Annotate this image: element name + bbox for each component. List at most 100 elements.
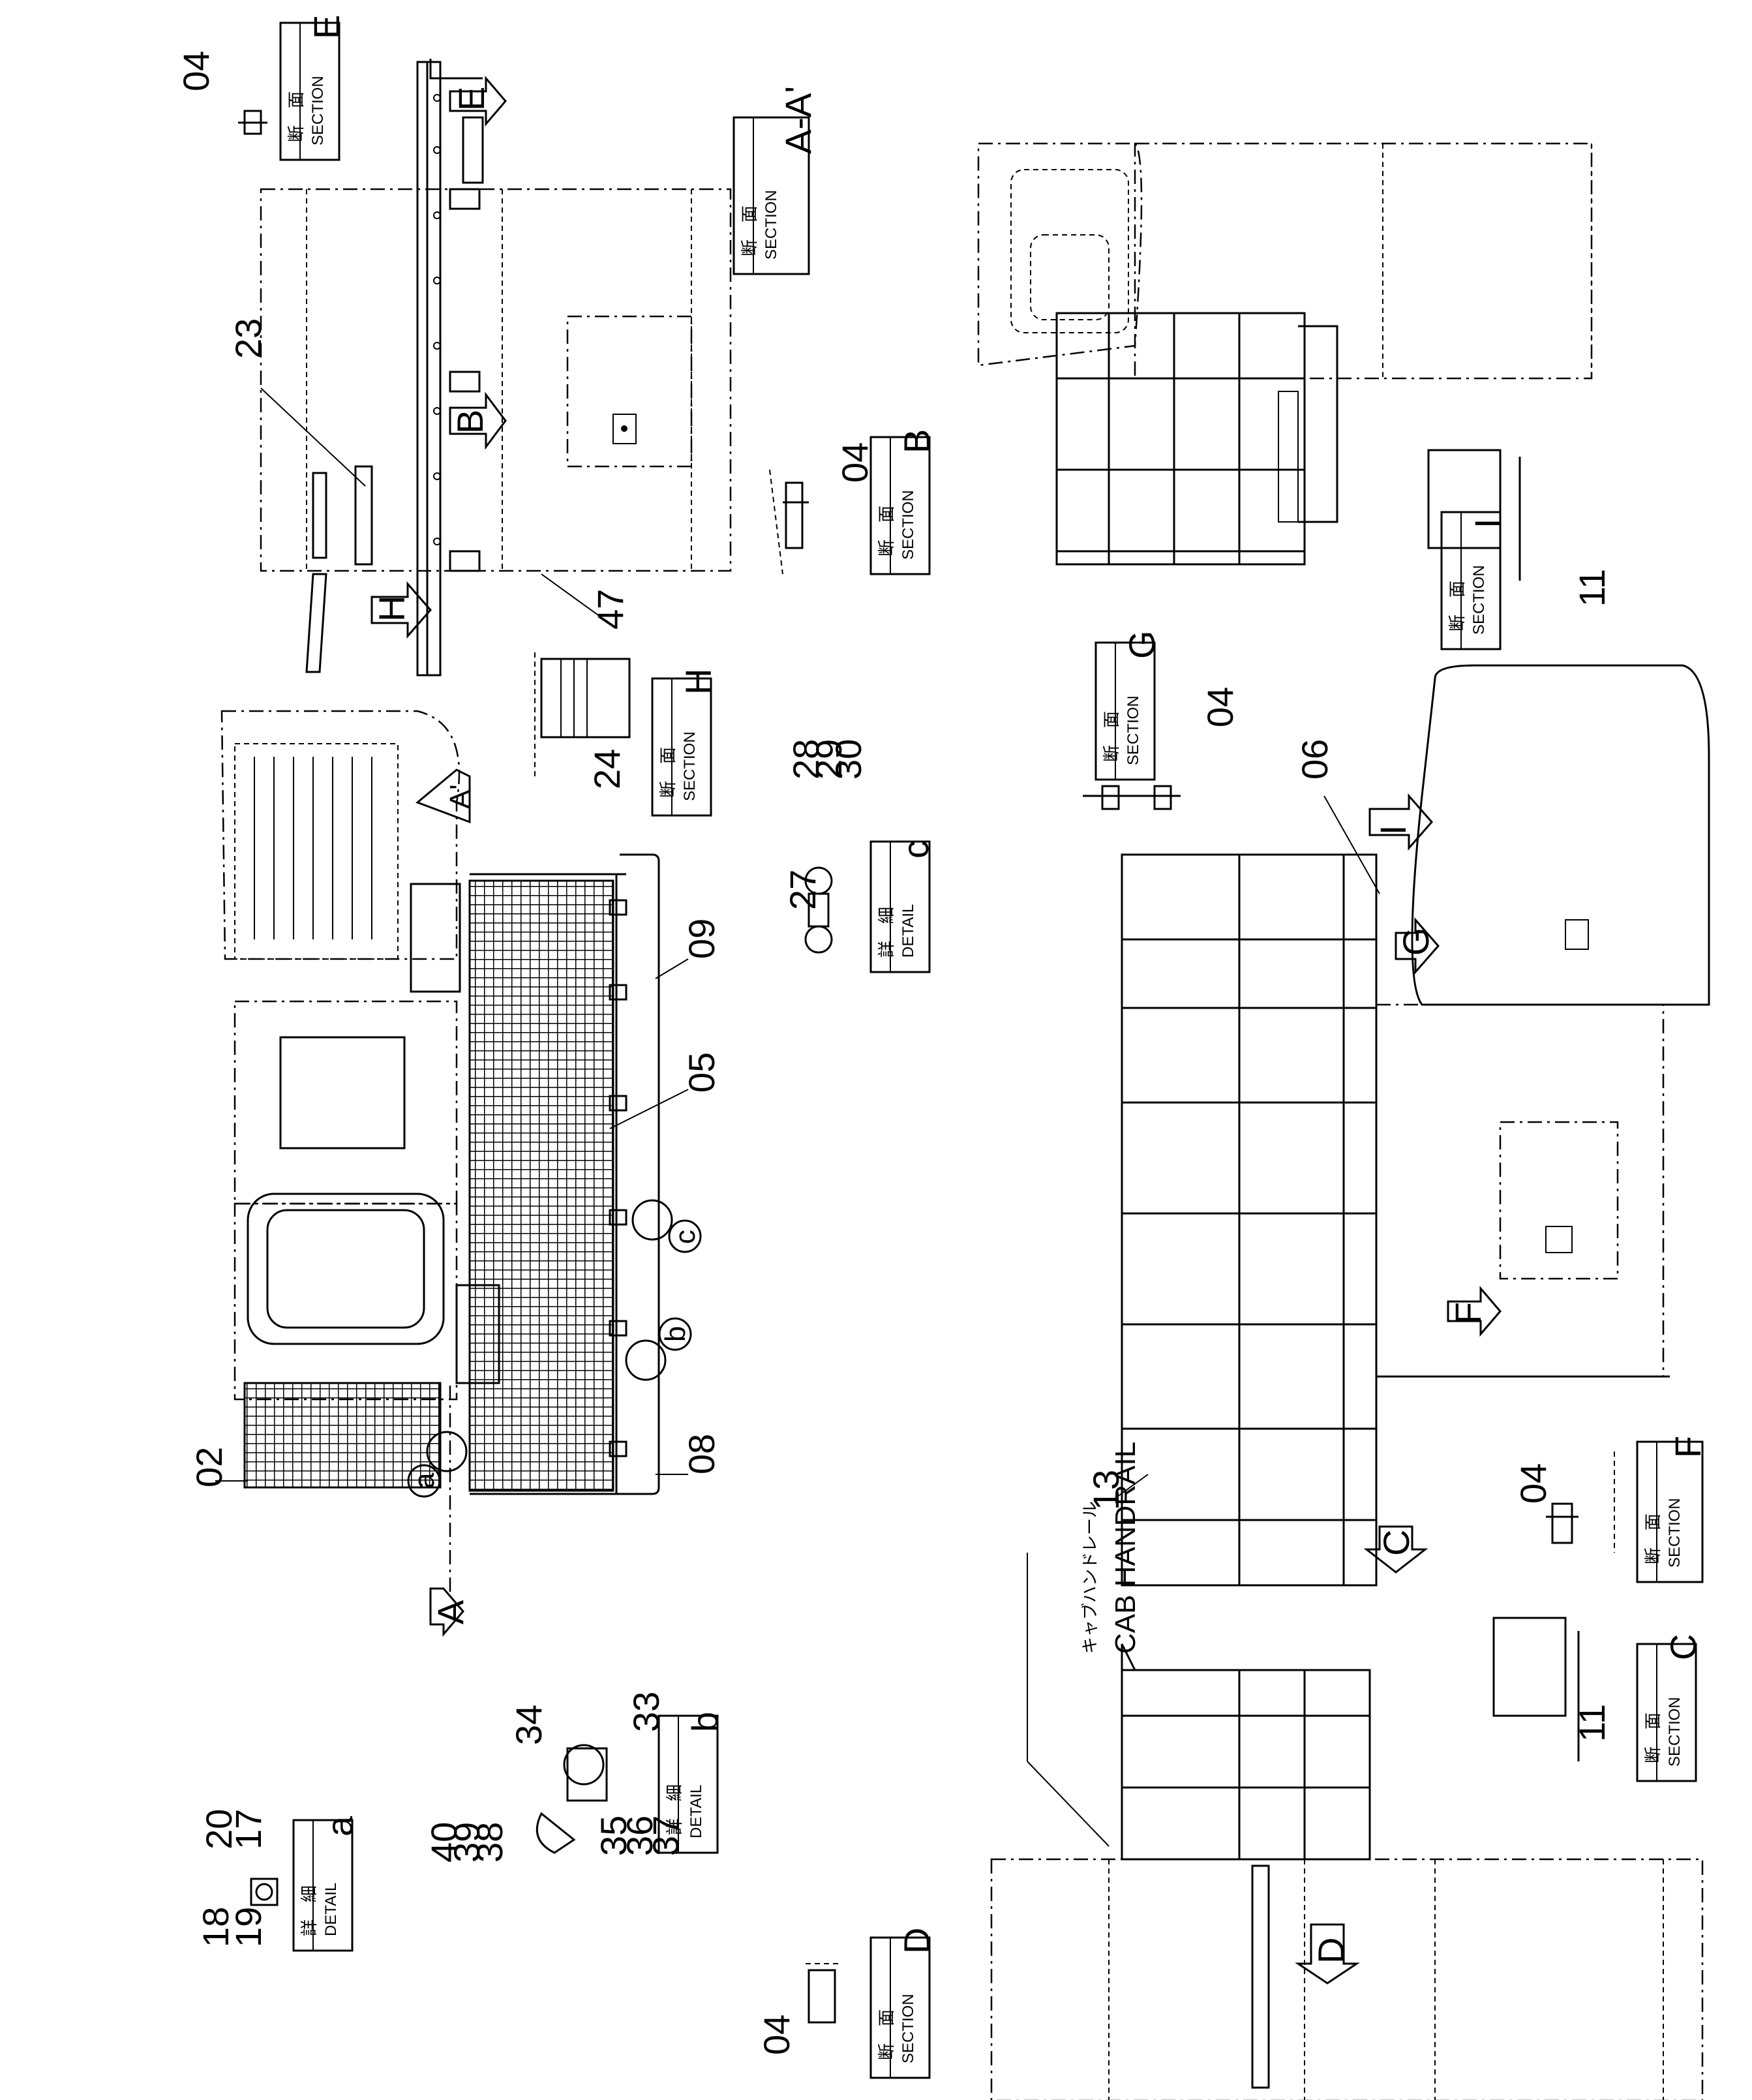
- callout-06: 06: [1294, 739, 1380, 894]
- svg-text:b: b: [659, 1326, 691, 1342]
- svg-text:23: 23: [228, 318, 269, 359]
- svg-text:19: 19: [228, 1907, 269, 1947]
- svg-text:B: B: [896, 429, 937, 453]
- section-c-group: 断 面 SECTION C 11: [1492, 1617, 1704, 1782]
- section-i-group: 断 面 SECTION I 11: [1427, 449, 1612, 650]
- svg-text:11: 11: [1571, 569, 1612, 607]
- svg-text:D: D: [1310, 1938, 1352, 1964]
- svg-text:c: c: [895, 840, 936, 859]
- svg-text:F: F: [1667, 1436, 1708, 1458]
- detail-c-group: 詳 細 DETAIL c 28 29 30 27: [782, 739, 936, 973]
- svg-text:08: 08: [681, 1434, 722, 1474]
- detail-circle-a: a: [407, 1431, 468, 1498]
- bolt-row: [433, 94, 441, 545]
- svg-text:詳 細: 詳 細: [300, 1885, 320, 1936]
- svg-text:17: 17: [228, 1809, 269, 1849]
- svg-text:38: 38: [469, 1822, 510, 1863]
- walkway-grating: [468, 853, 660, 1495]
- svg-text:a: a: [408, 1472, 440, 1489]
- svg-text:40: 40: [423, 1822, 464, 1863]
- svg-text:E: E: [451, 87, 492, 111]
- callout-09: 09: [655, 919, 722, 979]
- svg-text:35: 35: [593, 1816, 634, 1856]
- svg-text:I: I: [1372, 825, 1413, 835]
- svg-text:DETAIL: DETAIL: [899, 904, 917, 958]
- svg-text:A-A': A-A': [778, 86, 819, 154]
- svg-text:11: 11: [1571, 1704, 1612, 1742]
- svg-text:断 面: 断 面: [287, 91, 307, 142]
- svg-text:28: 28: [785, 739, 826, 780]
- view-arrow-a-prime: A': [415, 768, 476, 824]
- front-elevation: [977, 142, 1593, 566]
- svg-text:09: 09: [681, 919, 722, 959]
- svg-text:04: 04: [175, 51, 217, 91]
- view-arrow-b: B: [449, 391, 507, 450]
- svg-text:断 面: 断 面: [1102, 711, 1122, 762]
- svg-text:34: 34: [508, 1705, 549, 1745]
- svg-text:SECTION: SECTION: [681, 731, 699, 801]
- view-arrow-e: E: [449, 75, 507, 127]
- radiator-grille: [254, 757, 372, 939]
- section-h-group: 断 面 SECTION H 24: [534, 652, 719, 817]
- svg-text:39: 39: [446, 1822, 487, 1863]
- svg-text:SECTION: SECTION: [899, 1994, 917, 2063]
- svg-text:13: 13: [1085, 1470, 1126, 1510]
- section-aa-label: 断 面 SECTION A-A': [733, 86, 819, 275]
- svg-text:断 面: 断 面: [877, 2009, 897, 2060]
- cab-handrail-view: [990, 1643, 1704, 2100]
- callout-23: 23: [228, 318, 366, 487]
- svg-text:30: 30: [828, 739, 869, 780]
- svg-text:H: H: [678, 669, 719, 695]
- svg-text:05: 05: [681, 1052, 722, 1093]
- handrail-frame: [1121, 853, 1378, 1587]
- section-d-group: 断 面 SECTION D 04: [756, 1928, 937, 2079]
- svg-text:断 面: 断 面: [1448, 581, 1468, 632]
- svg-text:24: 24: [586, 749, 627, 789]
- detail-circle-c: c: [631, 1199, 702, 1253]
- svg-text:SECTION: SECTION: [1125, 695, 1142, 765]
- svg-text:c: c: [669, 1230, 701, 1244]
- callout-47: 47: [541, 573, 631, 630]
- svg-text:04: 04: [1513, 1463, 1554, 1504]
- svg-text:A': A': [444, 784, 476, 809]
- svg-text:断 面: 断 面: [659, 747, 678, 798]
- section-f-group: 断 面 SECTION F 04: [1513, 1436, 1708, 1583]
- section-e-group: 断 面 SECTION E 04: [175, 15, 347, 161]
- svg-text:37: 37: [645, 1816, 686, 1856]
- callout-08: 08: [656, 1434, 722, 1475]
- detail-b-group: 詳 細 DETAIL b 34 33 35 36 37 40 39 38: [423, 1692, 725, 1863]
- svg-text:B: B: [449, 410, 491, 434]
- svg-text:20: 20: [198, 1809, 239, 1849]
- svg-text:E: E: [306, 15, 347, 39]
- svg-text:断 面: 断 面: [877, 506, 897, 556]
- svg-text:18: 18: [195, 1907, 236, 1947]
- side-panel-view: [260, 59, 732, 677]
- view-arrow-h: H: [370, 581, 432, 639]
- svg-text:G: G: [1395, 927, 1436, 956]
- svg-text:D: D: [896, 1928, 937, 1954]
- side-tank-elevation: G F I: [1368, 664, 1710, 1378]
- view-arrow-c: C: [1363, 1525, 1428, 1574]
- svg-text:G: G: [1121, 630, 1162, 659]
- svg-text:SECTION: SECTION: [763, 190, 780, 260]
- svg-text:02: 02: [189, 1447, 230, 1487]
- callout-13: 13: [1085, 1470, 1149, 1510]
- section-g-group: 断 面 SECTION G 04: [1083, 630, 1241, 810]
- svg-text:SECTION: SECTION: [1470, 565, 1488, 635]
- svg-text:b: b: [684, 1712, 725, 1732]
- svg-text:断 面: 断 面: [1644, 1712, 1663, 1763]
- view-arrow-d: D: [1295, 1923, 1360, 1985]
- detail-circle-b: b: [625, 1317, 692, 1381]
- svg-text:33: 33: [626, 1692, 667, 1732]
- svg-text:27: 27: [782, 870, 823, 910]
- svg-text:SECTION: SECTION: [1666, 1498, 1684, 1568]
- view-arrow-a: A: [429, 1383, 471, 1637]
- svg-text:A: A: [430, 1600, 471, 1624]
- svg-text:C: C: [1376, 1530, 1417, 1556]
- top-plan-view: [220, 710, 500, 1489]
- svg-text:C: C: [1663, 1634, 1704, 1660]
- svg-text:キャブハンドレール: キャブハンドレール: [1081, 1501, 1100, 1654]
- svg-text:断 面: 断 面: [1644, 1514, 1663, 1564]
- svg-text:断 面: 断 面: [740, 205, 760, 256]
